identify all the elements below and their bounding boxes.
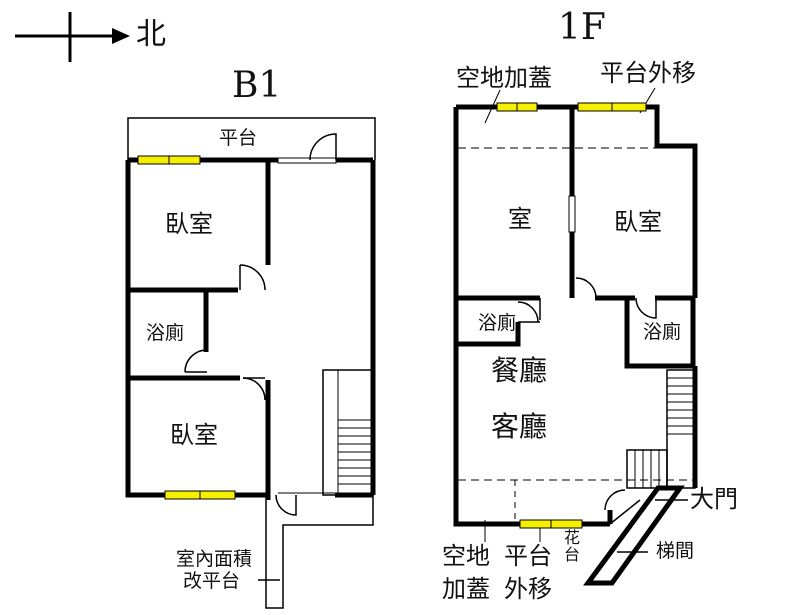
f1-bath-right-label: 浴廁: [643, 321, 682, 343]
north-arrow-icon: [15, 12, 130, 62]
f1-room-label: 室: [508, 205, 532, 233]
b1-windows: [137, 155, 236, 500]
b1-plan: [125, 117, 376, 609]
f1-bottom-col2-line2: 外移: [504, 575, 552, 603]
f1-bottom-col2-line1: 平台: [504, 542, 552, 570]
b1-bath-label: 浴廁: [146, 322, 185, 344]
f1-note-platform-move: 平台外移: [600, 59, 696, 87]
f1-windows: [496, 102, 647, 529]
b1-bedroom-bottom-label: 臥室: [170, 421, 218, 449]
f1-stairs-label: 梯間: [656, 540, 695, 562]
b1-note-line1: 室內面積: [176, 548, 253, 570]
b1-note-line2: 改平台: [183, 570, 241, 592]
b1-bedroom-top-label: 臥室: [165, 210, 213, 238]
f1-title: 1F: [558, 7, 606, 48]
b1-title: B1: [232, 65, 282, 106]
f1-main-door-label: 大門: [690, 485, 738, 513]
f1-bottom-col1-line2: 加蓋: [442, 575, 490, 603]
f1-living-label: 客廳: [491, 410, 548, 443]
f1-flower-label: 花台: [564, 528, 581, 564]
f1-bath-left-label: 浴廁: [478, 312, 517, 334]
f1-dining-label: 餐廳: [491, 354, 548, 387]
f1-note-extension: 空地加蓋: [456, 64, 552, 92]
b1-platform-label: 平台: [219, 127, 258, 149]
f1-bottom-col1-line1: 空地: [442, 542, 490, 570]
f1-bedroom-label: 臥室: [614, 208, 662, 236]
compass-label: 北: [136, 17, 166, 52]
